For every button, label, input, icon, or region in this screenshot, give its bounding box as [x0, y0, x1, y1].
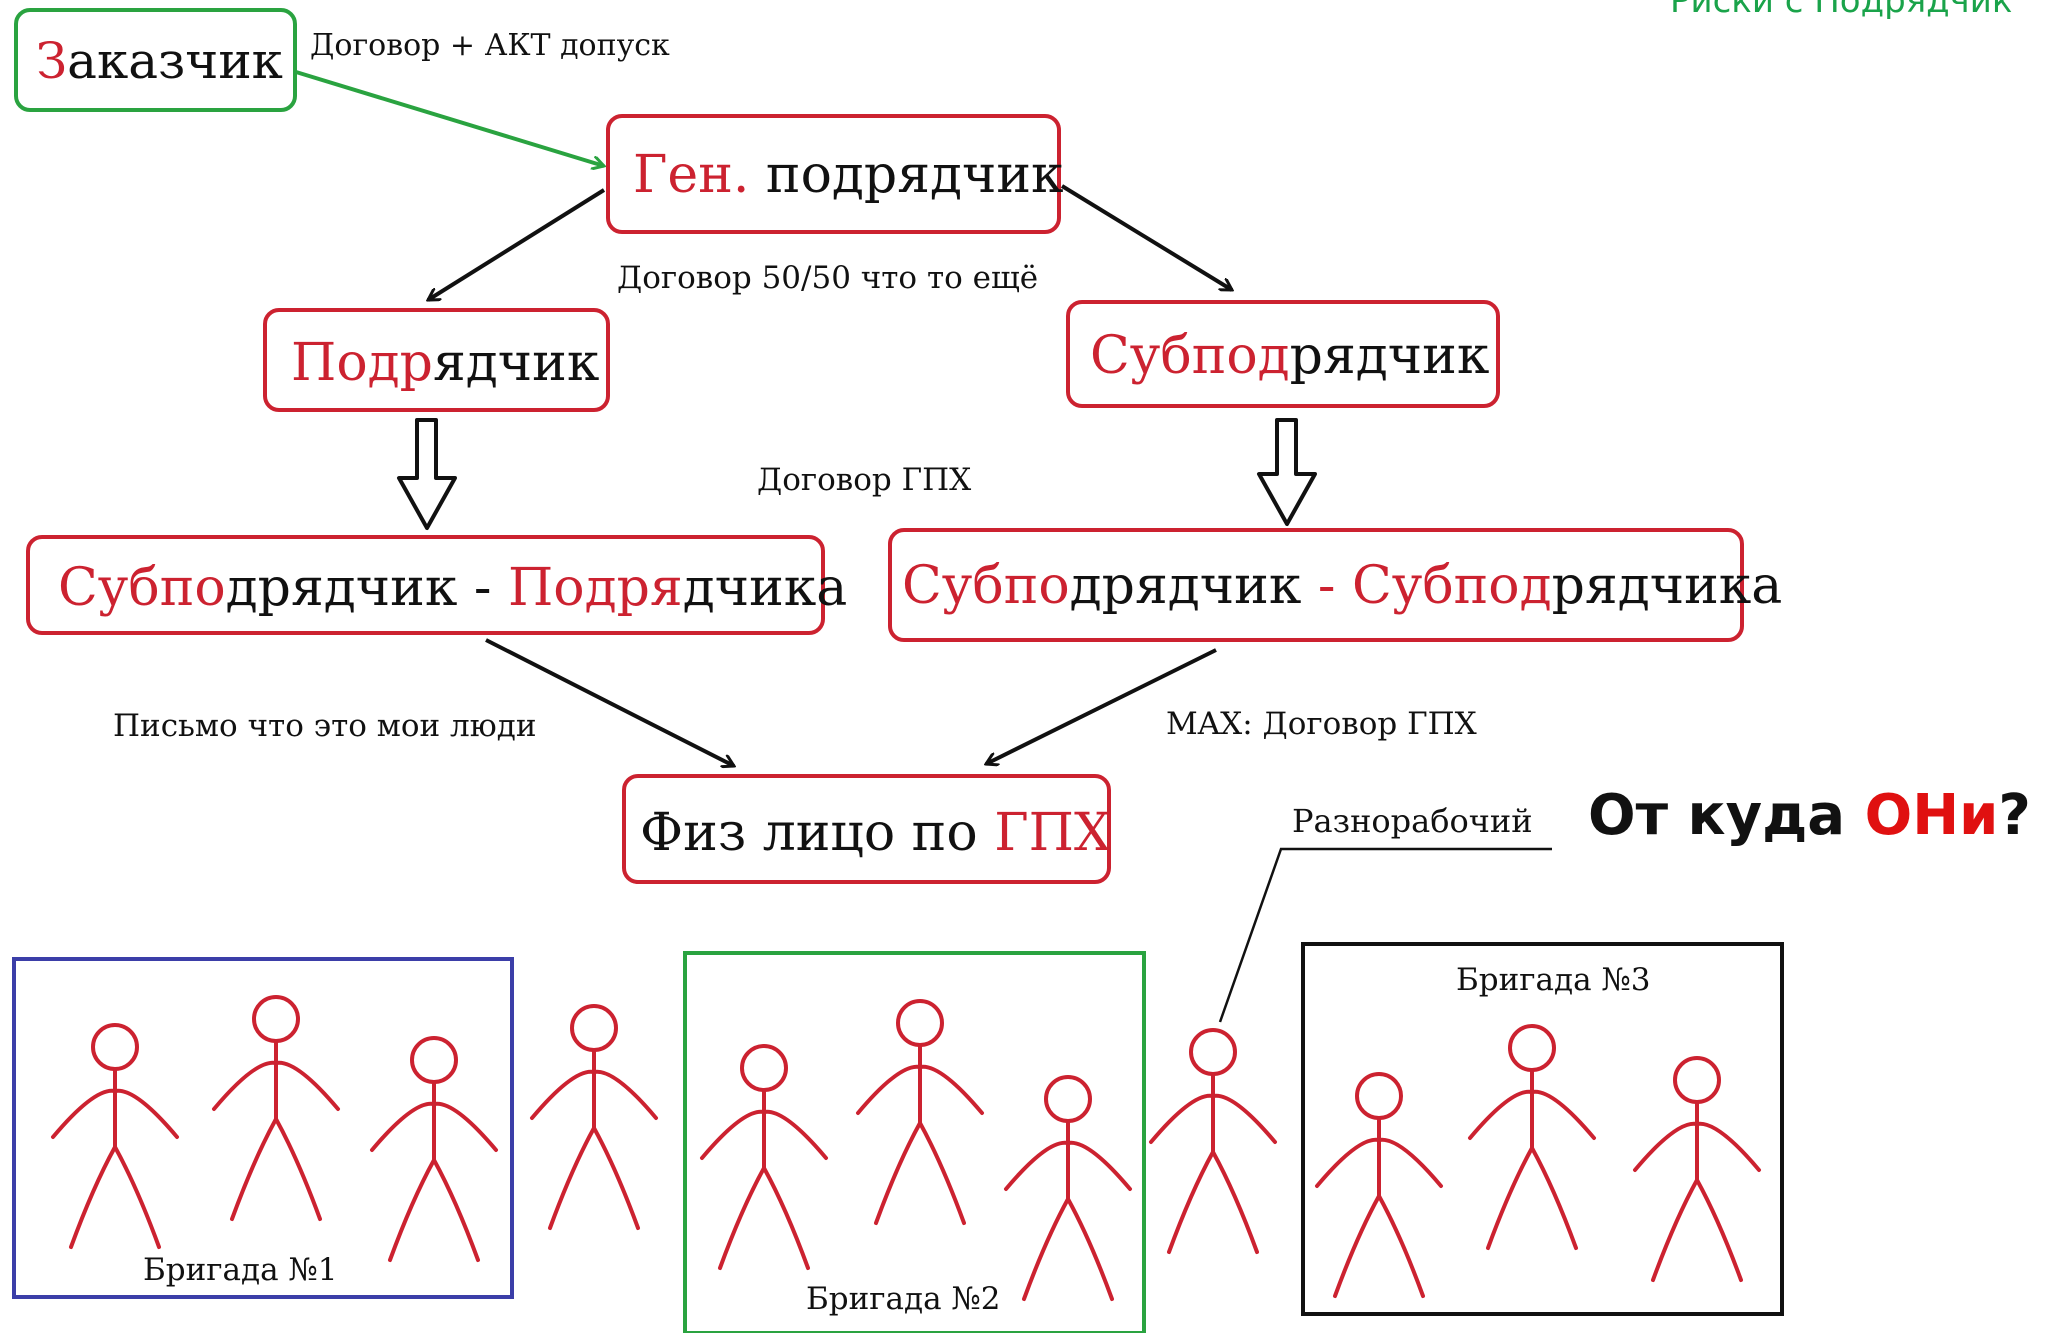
svg-text:Физ лицо по ГПХ: Физ лицо по ГПХ	[640, 803, 1111, 863]
node-subpodr-hl: Субпод	[1090, 326, 1290, 386]
hollow-arrow-subpodr	[1257, 418, 1317, 526]
svg-text:Субподрядчик - Субподрядчика: Субподрядчик - Субподрядчика	[902, 556, 1782, 616]
stick-figure	[1468, 1024, 1596, 1250]
label-pismo: Письмо что это мои люди	[113, 708, 536, 744]
brigade-2-box	[683, 951, 1146, 1333]
question-prefix: От куда	[1588, 783, 1865, 848]
node-zakazchik: Заказчик	[14, 8, 297, 112]
svg-text:Заказчик: Заказчик	[36, 32, 283, 90]
label-raznorabochiy: Разнорабочий	[1292, 802, 1533, 840]
stick-figure	[530, 1004, 658, 1230]
node-subpodr-rest: рядчик	[1290, 326, 1490, 386]
stick-figures	[51, 995, 1761, 1301]
node-sub-subpodryadchika: Субподрядчик - Субподрядчика	[888, 528, 1782, 642]
node-fiz-litso: Физ лицо по ГПХ	[622, 774, 1111, 884]
brigade-1-label: Бригада №1	[143, 1252, 338, 1288]
node-gen-podryadchik: Ген. подрядчик	[606, 114, 1064, 234]
stick-figure	[700, 1044, 828, 1270]
svg-text:Субподрядчик: Субподрядчик	[1090, 326, 1489, 386]
node-podr-hl: Подр	[291, 333, 433, 393]
corner-title: Риски с Подрядчик	[1670, 0, 2012, 21]
stick-figure	[1315, 1072, 1443, 1298]
svg-text:Ген. подрядчик: Ген. подрядчик	[633, 145, 1064, 205]
label-dogovor-gpx: Договор ГПХ	[757, 462, 971, 498]
callout-line	[1218, 847, 1552, 1023]
node-sub-podr-p3: Подря	[508, 558, 683, 618]
node-podr-rest: ядчик	[433, 333, 599, 393]
node-fiz-rest: Физ лицо по	[640, 803, 994, 863]
stick-figure	[1004, 1075, 1132, 1301]
svg-text:Субподрядчик - Подрядчика: Субподрядчик - Подрядчика	[58, 558, 847, 618]
svg-text:Подрядчик: Подрядчик	[291, 333, 599, 393]
brigade-3-box	[1301, 942, 1784, 1316]
node-zakazchik-rest: аказчик	[67, 32, 283, 90]
arrow-gen-subpodr	[1060, 184, 1232, 292]
stick-figure	[1149, 1028, 1277, 1254]
node-sub-sub-p3: - Субпод	[1318, 556, 1552, 616]
arrow-gen-podr	[428, 188, 606, 302]
brigade-1-box	[12, 957, 514, 1299]
stick-figure	[1633, 1056, 1761, 1282]
node-sub-sub-p2: дрядчик	[1070, 556, 1318, 616]
label-dogovor-akt: Договор + АКТ допуск	[310, 28, 670, 63]
label-max-gpx: MAX: Договор ГПХ	[1166, 706, 1477, 742]
node-sub-sub-p4: рядчика	[1552, 556, 1783, 616]
node-sub-podr-p1: Субпо	[58, 558, 226, 618]
brigade-2-label: Бригада №2	[806, 1281, 1001, 1317]
arrow-subpodr-fiz	[485, 638, 734, 766]
question-hl: ОНи	[1865, 783, 1999, 848]
node-gen-hl: Ген.	[633, 145, 749, 205]
node-podryadchik: Подрядчик	[263, 308, 610, 412]
question-text: От куда ОНи?	[1588, 783, 2031, 848]
node-zakazchik-hl: З	[36, 32, 67, 90]
node-sub-podr-p2: дрядчик -	[226, 558, 508, 618]
node-subpodryadchik: Субподрядчик	[1066, 300, 1500, 408]
question-suffix: ?	[1998, 783, 2030, 848]
node-sub-podryadchika: Субподрядчик - Подрядчика	[26, 535, 847, 635]
arrow-zakazchik-gen	[295, 70, 604, 166]
node-sub-podr-p4: дчика	[683, 558, 848, 618]
node-sub-sub-p1: Субпо	[902, 556, 1070, 616]
stick-figure	[212, 995, 340, 1221]
node-fiz-hl: ГПХ	[994, 803, 1111, 863]
stick-figure	[51, 1023, 179, 1249]
label-dogovor-5050: Договор 50/50 что то ещё	[617, 260, 1038, 296]
brigade-3-label: Бригада №3	[1456, 962, 1651, 998]
arrow-subsub-fiz	[986, 648, 1217, 764]
stick-figure	[856, 999, 984, 1225]
hollow-arrow-podr	[397, 418, 457, 530]
stick-figure	[370, 1036, 498, 1262]
node-gen-rest: подрядчик	[749, 145, 1063, 205]
